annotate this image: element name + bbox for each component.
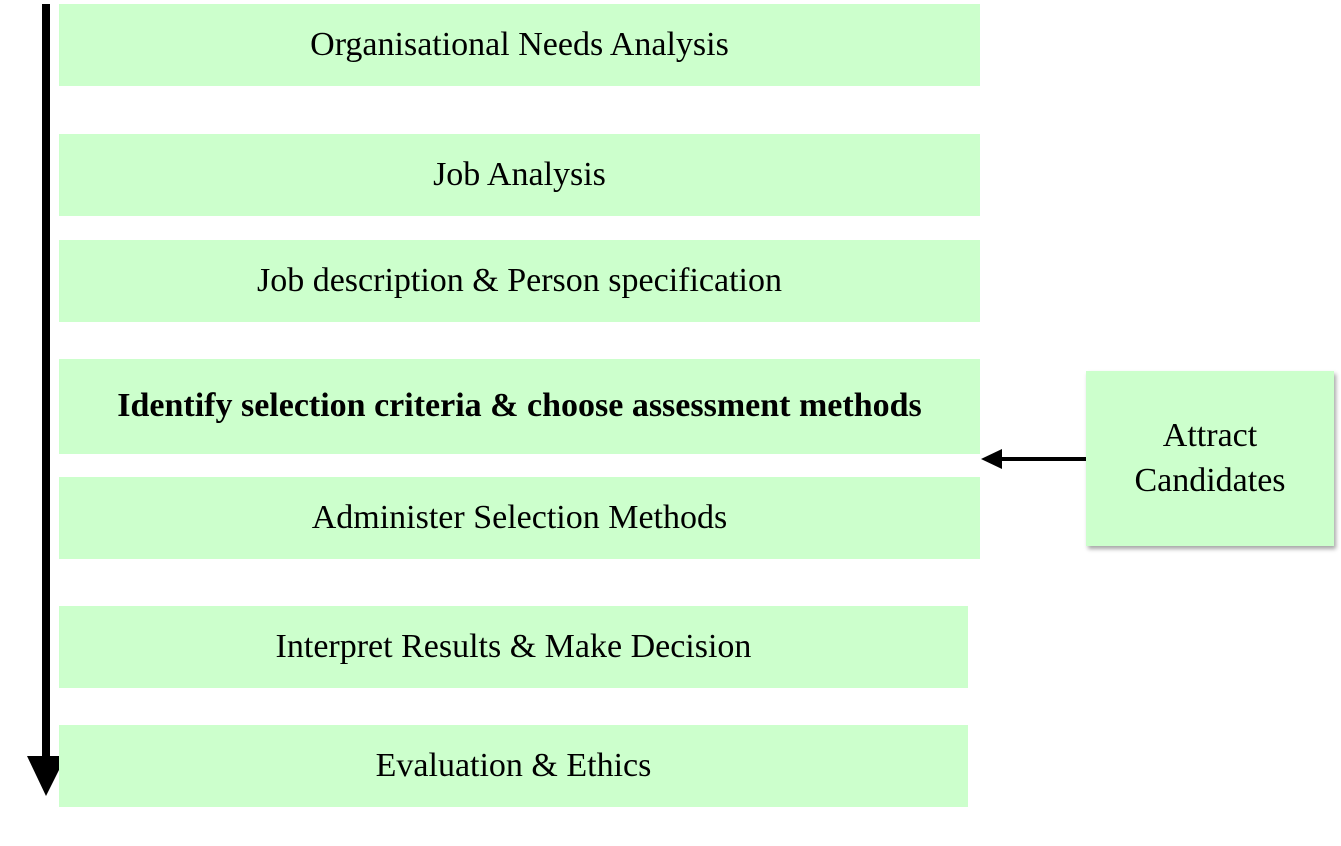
step-administer-selection-methods: Administer Selection Methods: [59, 477, 980, 559]
process-arrow-head: [27, 756, 66, 796]
side-box-line1: Attract: [1162, 417, 1258, 455]
step-job-analysis: Job Analysis: [59, 134, 980, 216]
step-label: Job Analysis: [433, 155, 606, 193]
step-organisational-needs-analysis: Organisational Needs Analysis: [59, 4, 980, 86]
step-label: Identify selection criteria & choose ass…: [117, 387, 922, 425]
step-label: Administer Selection Methods: [311, 498, 728, 536]
step-evaluation-ethics: Evaluation & Ethics: [59, 725, 968, 807]
attract-arrow-head: [981, 449, 1002, 469]
side-box-line2: Candidates: [1134, 461, 1286, 499]
step-label: Organisational Needs Analysis: [310, 25, 729, 63]
step-job-description: Job description & Person specification: [59, 240, 980, 322]
step-label: Interpret Results & Make Decision: [275, 627, 752, 665]
attract-candidates-box: Attract Candidates: [1086, 371, 1334, 546]
step-label: Job description & Person specification: [256, 261, 782, 299]
step-label: Evaluation & Ethics: [375, 746, 652, 784]
step-identify-selection-criteria: Identify selection criteria & choose ass…: [59, 359, 980, 454]
step-interpret-results: Interpret Results & Make Decision: [59, 606, 968, 688]
